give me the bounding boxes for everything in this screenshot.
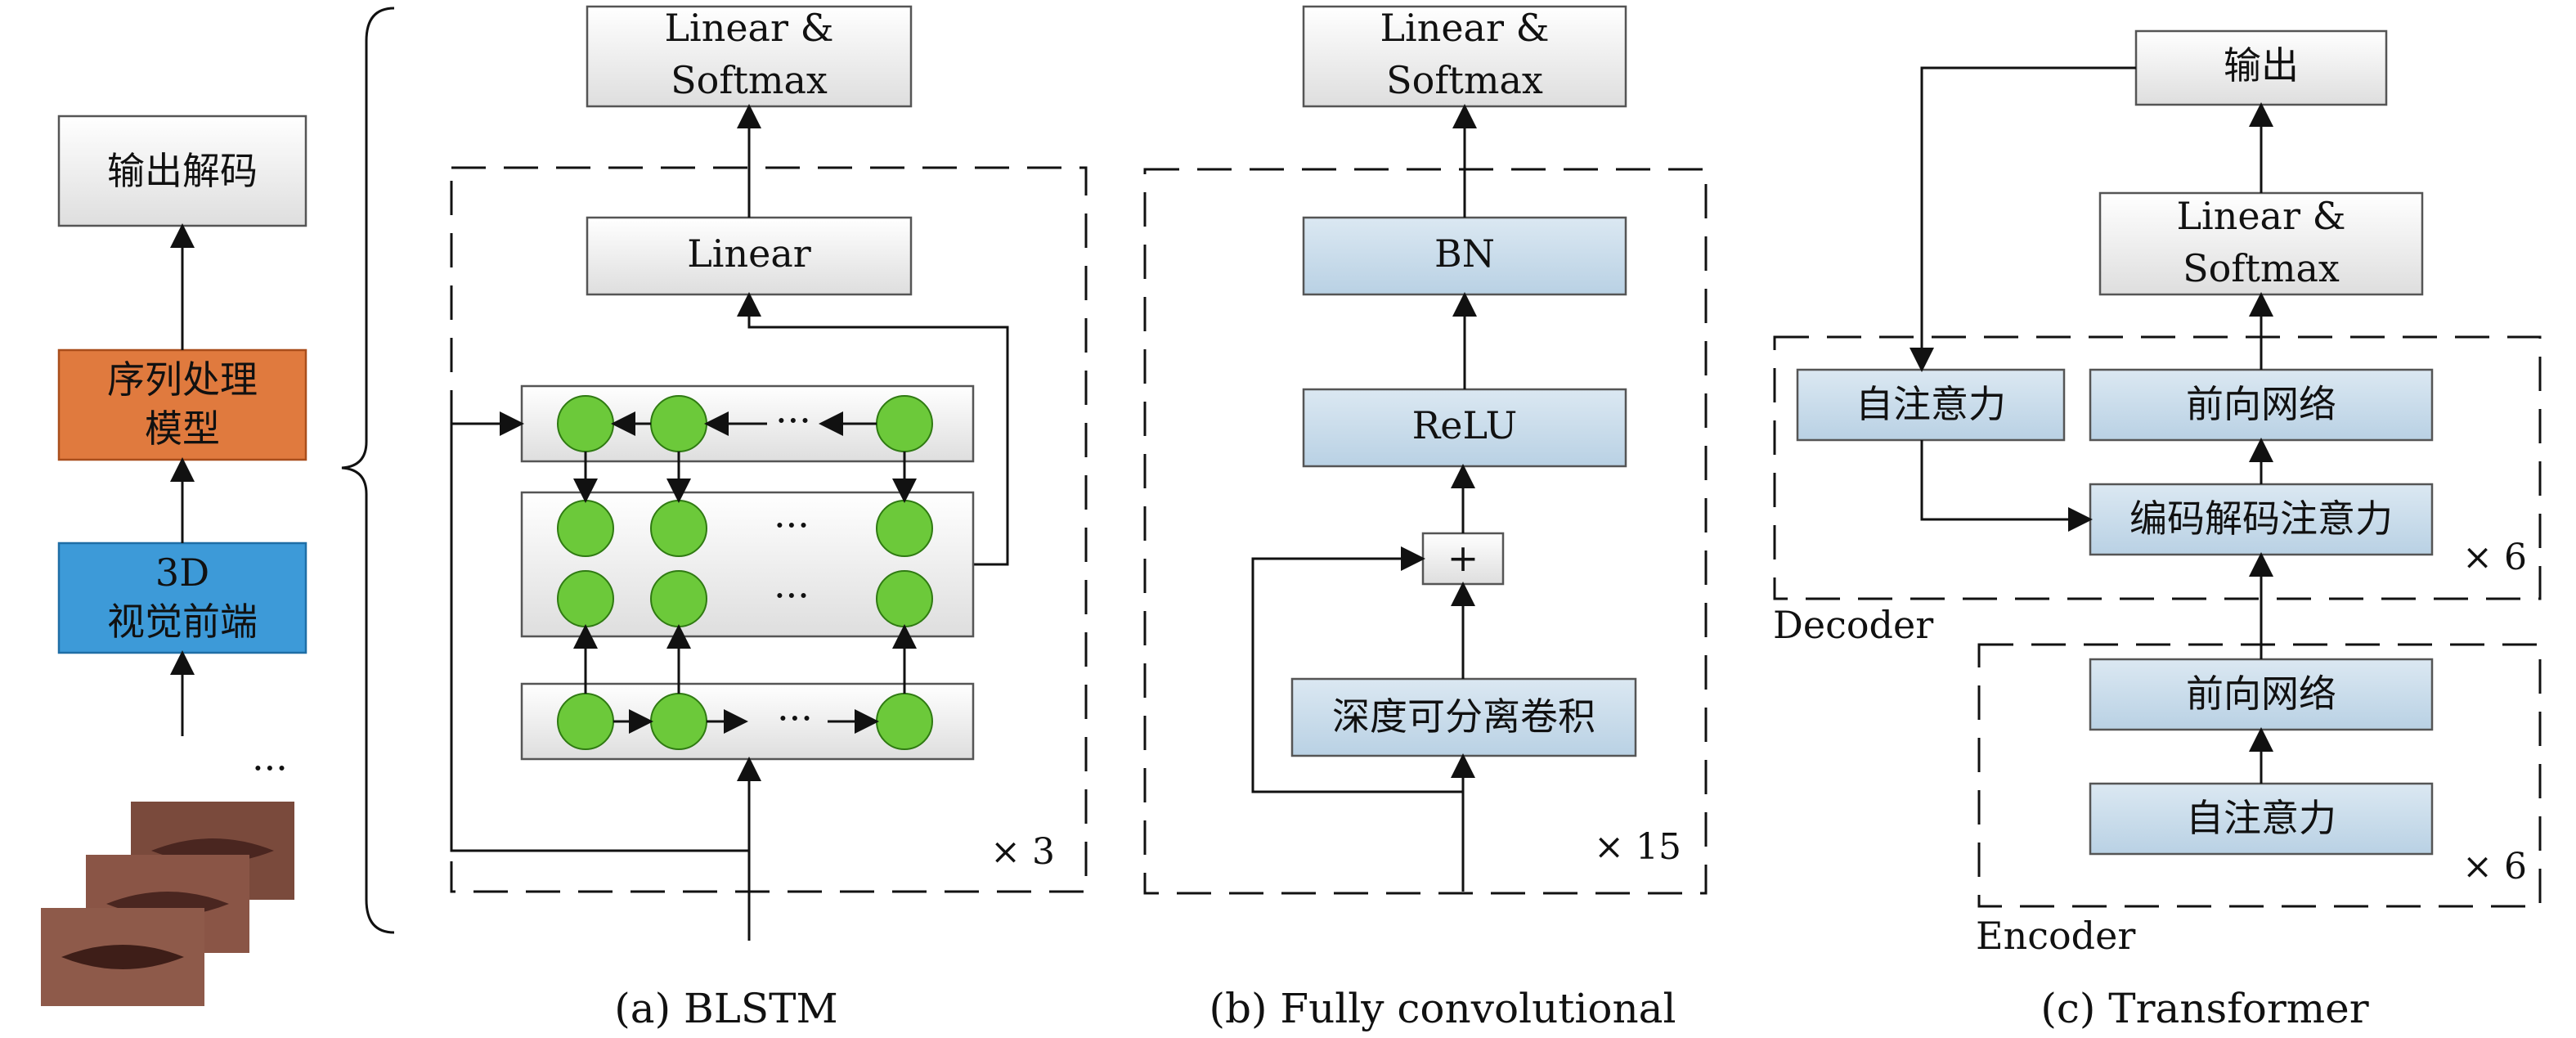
lstm-node <box>650 570 707 627</box>
output-decoding-label: 输出解码 <box>107 149 258 193</box>
output-decoding-box <box>57 115 307 227</box>
tr-encoder-label: Encoder <box>1976 914 2135 958</box>
sequence-model-label-2: 模型 <box>145 407 220 451</box>
blstm-repeat-dashed-box <box>450 166 1088 893</box>
tr-dec-self-attn-box <box>1796 368 2066 442</box>
fc-relu-box <box>1302 388 1627 468</box>
fullyconv-panel: Linear & Softmax BN ReLU + 深度可分离卷积 × 15 … <box>1143 5 1708 1032</box>
fc-bn-label: BN <box>1434 231 1495 276</box>
tr-decoder-dashed-box <box>1773 335 2542 600</box>
blstm-bottom-dots: ··· <box>777 696 813 740</box>
fc-repeat-label: × 15 <box>1594 826 1681 868</box>
tr-decoder-label: Decoder <box>1773 603 1933 647</box>
tr-caption: (c) Transformer <box>2040 985 2368 1032</box>
tr-softmax-line1: Linear & <box>2176 194 2345 238</box>
lstm-node <box>650 500 707 557</box>
tr-enc-self-attn-box <box>2089 782 2434 856</box>
lstm-node <box>876 570 933 627</box>
sequence-model-label-1: 序列处理 <box>107 357 258 402</box>
fc-bn-box <box>1302 216 1627 296</box>
lip-frames-image <box>41 802 294 1006</box>
lstm-node <box>876 500 933 557</box>
blstm-softmax-box <box>586 5 913 108</box>
blstm-top-dots: ··· <box>775 398 811 443</box>
fc-repeat-dashed-box <box>1143 168 1708 895</box>
blstm-top-nodes: ··· <box>557 395 933 452</box>
fc-relu-label: ReLU <box>1412 403 1518 447</box>
fc-dwconv-label: 深度可分离卷积 <box>1332 694 1595 739</box>
fc-residual-connection <box>1251 546 1463 793</box>
tr-encoder-repeat: × 6 <box>2462 846 2527 887</box>
tr-enc-self-attn-label: 自注意力 <box>2186 796 2336 840</box>
transformer-panel: 输出 Linear & Softmax Decoder × 6 自注意力 前向网… <box>1773 29 2542 1032</box>
tr-decoder-repeat: × 6 <box>2462 537 2527 578</box>
tr-encoder-dashed-box <box>1977 643 2542 908</box>
fc-softmax-line2: Softmax <box>1386 58 1543 102</box>
visual-frontend-label-1: 3D <box>155 550 209 595</box>
blstm-repeat-label: × 3 <box>990 831 1055 873</box>
lstm-node <box>557 395 614 452</box>
fc-add-label: + <box>1447 536 1479 580</box>
blstm-panel: Linear & Softmax Linear ··· <box>450 5 1088 1032</box>
visual-frontend-label-2: 视觉前端 <box>107 600 258 644</box>
blstm-feedback-to-linear <box>737 292 1009 566</box>
blstm-softmax-line2: Softmax <box>671 58 828 102</box>
blstm-softmax-line1: Linear & <box>664 6 833 50</box>
blstm-bottom-nodes: ··· <box>557 693 933 750</box>
fc-softmax-line1: Linear & <box>1380 6 1549 50</box>
lstm-node <box>650 395 707 452</box>
sequence-model-box <box>57 348 307 461</box>
frames-ellipsis: ··· <box>252 746 288 790</box>
tr-dec-self-attn-label: 自注意力 <box>1856 382 2006 426</box>
blstm-middle-dots-1: ··· <box>774 503 810 547</box>
lstm-node <box>557 500 614 557</box>
tr-softmax-line2: Softmax <box>2183 246 2340 290</box>
grouping-brace <box>341 7 395 934</box>
blstm-middle-dots-2: ··· <box>774 573 810 618</box>
lstm-node <box>557 570 614 627</box>
pipeline-column: 输出解码 序列处理 模型 3D 视觉前端 ··· <box>41 7 395 1006</box>
blstm-linear-box <box>586 216 913 296</box>
blstm-caption: (a) BLSTM <box>614 985 837 1032</box>
blstm-skip-connection <box>450 411 749 852</box>
tr-enc-ffn-box <box>2089 658 2434 731</box>
lstm-node <box>876 693 933 750</box>
lstm-node <box>557 693 614 750</box>
lstm-node <box>650 693 707 750</box>
fc-softmax-box <box>1302 5 1627 108</box>
tr-output-feedback <box>1910 66 2136 372</box>
tr-dec-ffn-label: 前向网络 <box>2186 382 2336 426</box>
tr-enc-dec-attn-label: 编码解码注意力 <box>2129 497 2393 541</box>
tr-selfattn-to-encdec <box>1920 440 2093 532</box>
blstm-middle-nodes: ··· ··· <box>557 500 933 627</box>
tr-enc-ffn-label: 前向网络 <box>2186 672 2336 716</box>
blstm-linear-label: Linear <box>687 231 811 276</box>
lstm-node <box>876 395 933 452</box>
fc-caption: (b) Fully convolutional <box>1209 985 1676 1032</box>
tr-dec-ffn-box <box>2089 368 2434 442</box>
tr-output-label: 输出 <box>2224 43 2299 88</box>
